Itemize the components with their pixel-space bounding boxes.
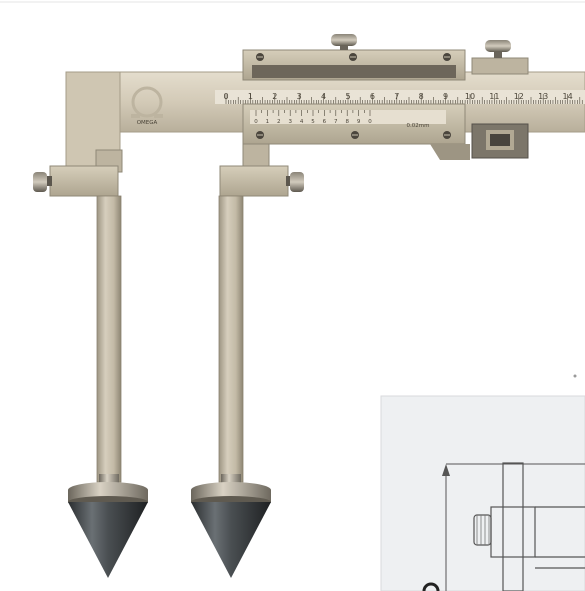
left-clamp-screw-icon	[33, 172, 52, 192]
left-cone-probe	[68, 474, 148, 578]
right-probe-arm	[218, 143, 289, 483]
vernier-scale-number: 9	[357, 119, 361, 125]
main-scale-ticks	[225, 94, 583, 104]
clamp-block	[471, 123, 529, 159]
vernier-scale-number: 8	[345, 119, 349, 125]
main-scale-number: 13	[538, 92, 548, 101]
dust-speck	[573, 374, 577, 378]
main-scale-number: 5	[345, 92, 350, 101]
vernier-scale-number: 0	[254, 119, 258, 125]
omega-logo-icon: OMEGA	[131, 86, 163, 126]
vernier-scale-ticks	[255, 110, 371, 116]
main-scale-number: 7	[394, 92, 399, 101]
main-scale-number: 14	[563, 92, 573, 101]
main-scale-number: 1	[248, 92, 253, 101]
fine-adjust-slide	[242, 49, 466, 81]
main-scale-number: 8	[419, 92, 424, 101]
svg-text:OMEGA: OMEGA	[137, 120, 158, 126]
main-scale-number: 3	[297, 92, 302, 101]
main-scale-strip	[215, 90, 585, 104]
inset-drawing	[380, 395, 585, 591]
vernier-scale-number: 2	[277, 119, 281, 125]
right-top-knob-icon	[471, 40, 529, 75]
top-knob-icon	[331, 34, 357, 50]
left-probe-arm	[49, 149, 123, 483]
vernier-scale-number: 4	[300, 119, 304, 125]
main-scale-number: 2	[272, 92, 277, 101]
main-scale-number: 10	[465, 92, 475, 101]
caliper-beam	[65, 71, 585, 167]
vernier-scale-number: 5	[311, 119, 315, 125]
main-scale-number: 4	[321, 92, 326, 101]
vernier-unit-label: 0.02mm	[407, 123, 430, 129]
main-scale-number: 11	[489, 92, 499, 101]
vernier-scale-number: 0	[368, 119, 372, 125]
vernier-scale-numbers: 0 1 2 3 4 5 6 7 8 9 0	[254, 119, 372, 125]
main-scale-number: 12	[514, 92, 524, 101]
vernier-scale-number: 6	[323, 119, 327, 125]
right-clamp-screw-icon	[286, 172, 304, 192]
vernier-scale-number: 3	[288, 119, 292, 125]
vernier-scale-number: 1	[266, 119, 270, 125]
right-cone-probe	[191, 474, 271, 578]
main-scale-number: 6	[370, 92, 375, 101]
main-scale-number: 0	[223, 92, 228, 101]
vernier-slide	[242, 103, 470, 160]
vernier-scale-number: 7	[334, 119, 338, 125]
main-scale-number: 9	[443, 92, 448, 101]
